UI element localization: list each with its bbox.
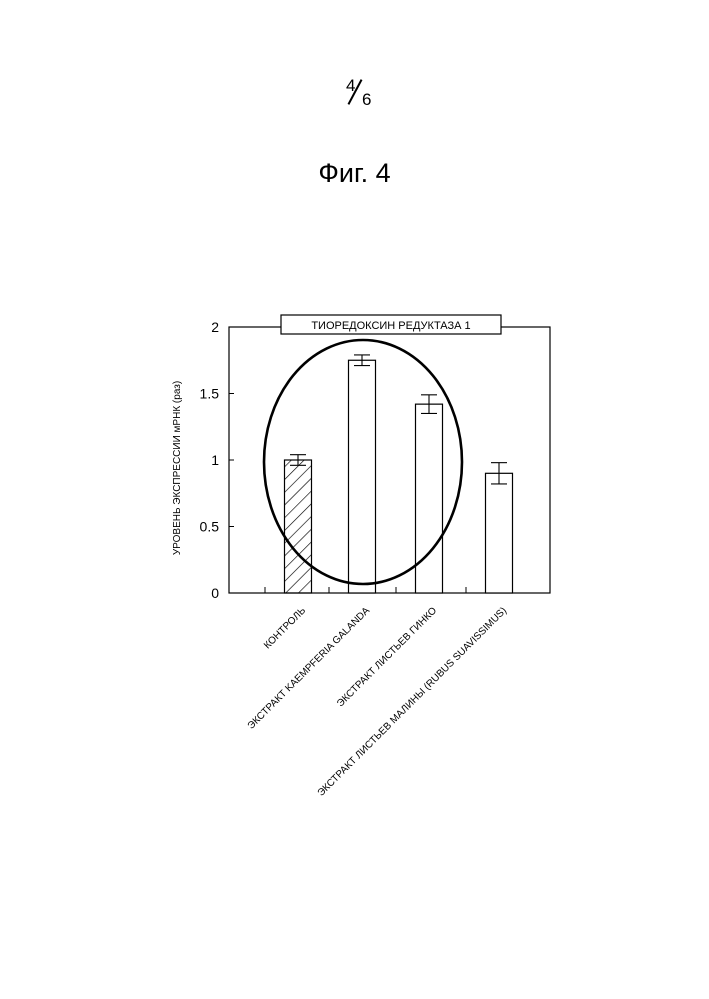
y-axis-label: УРОВЕНЬ ЭКСПРЕССИИ мРНК (раз): [172, 381, 183, 555]
chart-title: ТИОРЕДОКСИН РЕДУКТАЗА 1: [311, 320, 470, 332]
y-tick-label: 2: [211, 319, 219, 335]
y-tick-label: 1.5: [200, 386, 220, 402]
y-tick-label: 0: [211, 585, 219, 601]
bar: [486, 473, 513, 593]
error-bars: [290, 355, 507, 484]
bars: [285, 360, 513, 593]
bar: [416, 404, 443, 593]
bar: [285, 460, 312, 593]
x-axis-labels: КОНТРОЛЬЭКСТРАКТ KAEMPFERIA GALANDAЭКСТР…: [246, 605, 509, 799]
y-tick-label: 1: [211, 452, 219, 468]
x-category-label: КОНТРОЛЬ: [262, 605, 308, 651]
bar: [349, 360, 376, 593]
y-tick-label: 0.5: [200, 519, 220, 535]
x-category-label: ЭКСТРАКТ KAEMPFERIA GALANDA: [246, 605, 373, 732]
